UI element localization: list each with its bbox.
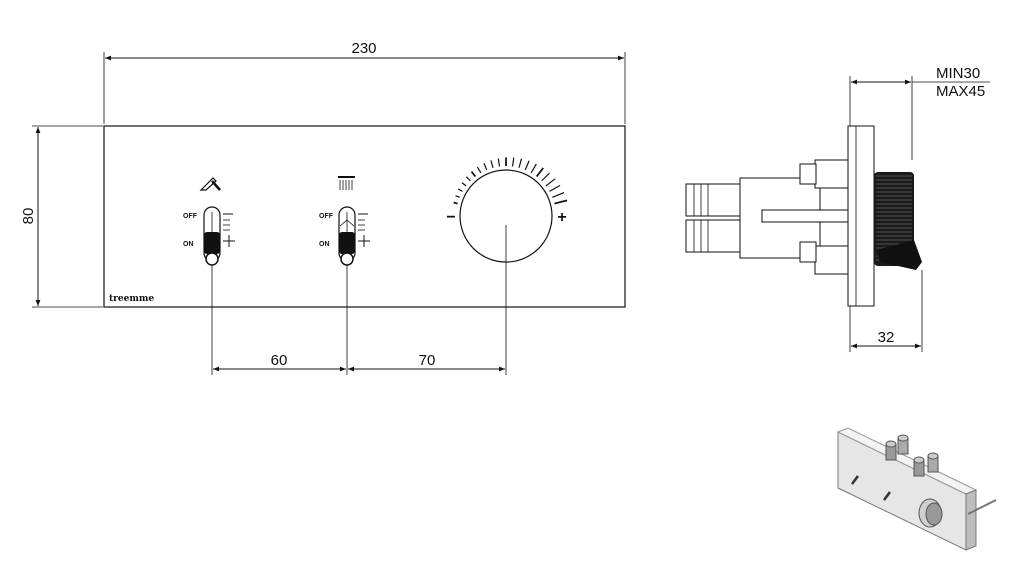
knob-tick [518, 158, 523, 168]
knob-tick [535, 167, 544, 178]
knob-tick [541, 172, 550, 182]
dimension-depth-min-label: MIN30 [936, 65, 980, 82]
dimension-height-label: 80 [20, 208, 37, 225]
dimension-spacing-2-label: 70 [419, 352, 436, 369]
left-switch-on-label: ON [183, 241, 194, 248]
hand-shower-icon [199, 177, 221, 191]
knob-tick [511, 157, 515, 167]
knob-plus-sign: + [557, 209, 566, 226]
knob-tick [476, 166, 482, 174]
knob-tick [470, 171, 477, 178]
dimension-depth: 32 [849, 270, 923, 352]
side-view: MIN30 MAX45 [685, 65, 990, 352]
knob-tick [530, 163, 537, 174]
knob-tick [483, 163, 488, 171]
knob-tick [465, 176, 471, 182]
side-knob [874, 172, 922, 270]
brand-logo: treemme [109, 294, 154, 304]
knob-tick [554, 199, 568, 205]
overhead-shower-icon [338, 176, 355, 190]
left-switch-off-label: OFF [183, 213, 198, 220]
knob-tick [457, 188, 463, 192]
knob-tick [453, 201, 458, 205]
dimension-depth-max-label: MAX45 [936, 83, 985, 100]
right-switch-off-label: OFF [319, 213, 334, 220]
knob-tick [524, 160, 530, 171]
knob-tick [545, 178, 556, 187]
dimension-spacing-1: 60 [213, 352, 346, 372]
pipe-connectors [685, 183, 743, 253]
knob-tick [497, 158, 501, 167]
product-3d-preview [836, 427, 997, 551]
left-diverter-switch[interactable]: OFF ON [183, 177, 235, 266]
right-switch-on-label: ON [319, 241, 330, 248]
front-view: 230 80 treemme OFF ON [20, 40, 626, 375]
dimension-depth-label: 32 [878, 329, 895, 346]
knob-tick [490, 160, 494, 168]
temperature-knob[interactable]: − + [446, 157, 568, 263]
dimension-depth-range: MIN30 MAX45 [849, 65, 990, 160]
dimension-width: 230 [103, 40, 626, 124]
knob-minus-sign: − [446, 209, 455, 226]
knob-tick [549, 184, 561, 192]
knob-scale-ticks [453, 157, 568, 205]
dimension-width-label: 230 [351, 40, 376, 57]
knob-tick [455, 195, 460, 198]
dimension-spacing-2: 70 [348, 352, 505, 372]
valve-body [739, 159, 850, 275]
dimension-height: 80 [20, 125, 103, 308]
knob-tick [552, 192, 565, 198]
knob-tick [461, 182, 467, 187]
dimension-spacing-1-label: 60 [271, 352, 288, 369]
side-cover-plate [847, 125, 875, 307]
